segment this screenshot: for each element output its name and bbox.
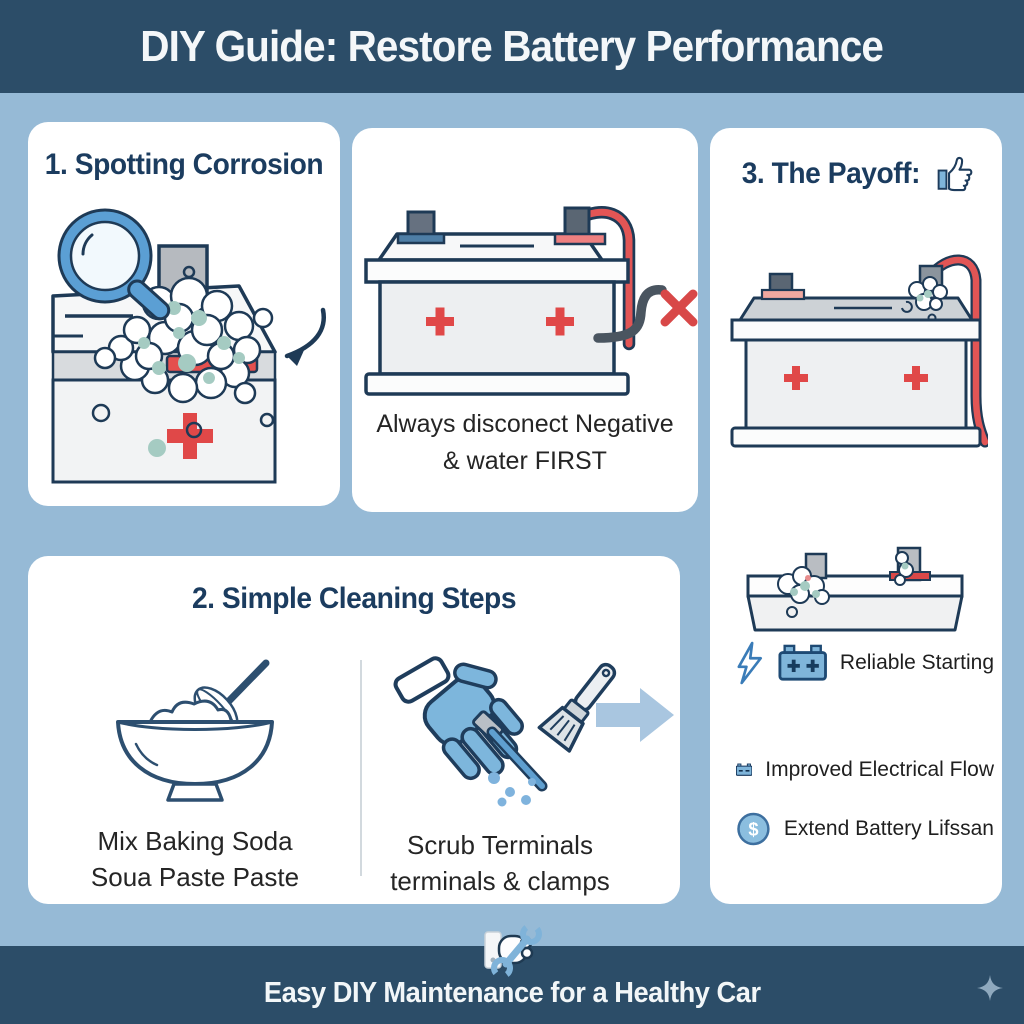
page-title: DIY Guide: Restore Battery Performance [140,21,885,71]
curved-arrow-icon [284,307,326,366]
negative-post [406,210,436,238]
disconnected-cable [593,285,667,343]
disconnect-caption: Always disconect Negative & water FIRST [352,406,698,480]
terminal-corrosion-foam [908,276,948,323]
corroded-terminal-illustration [51,208,326,484]
hand-wrench-icon [484,923,542,978]
footer-tagline: Easy DIY Maintenance for a Healthy Car [263,976,761,1009]
cleaning-title: 2. Simple Cleaning Steps [191,582,517,615]
benefit-battery-lifespan: $ Extend Battery Lifssan [736,808,994,850]
clean-battery-red-cable-illustration [730,254,988,448]
benefit-label: Extend Battery Lifssan [783,817,994,840]
scrub-caption-line1: Scrub Terminals [407,830,593,860]
benefit-label: Improved Electrical Flow [765,758,994,781]
step-divider [360,660,362,876]
positive-post [563,206,591,238]
panel-payoff: 3. The Payoff: [710,128,1002,904]
step-mix-paste: Mix Baking Soda Soua Paste Paste [64,656,326,895]
positive-symbols [426,307,574,336]
right-arrow-icon [596,688,674,742]
battery-plus-icon [777,644,827,681]
scrub-caption-line2: terminals & clamps [390,866,610,896]
header-band: DIY Guide: Restore Battery Performance [0,0,1024,93]
benefit-electrical-flow: Improved Electrical Flow [736,752,994,788]
battery-red-cable-illustration [364,206,698,396]
lightning-icon [737,641,763,685]
payoff-title-row: 3. The Payoff: [710,154,1002,194]
battery-minus-icon [736,763,753,776]
corrosion-title: 1. Spotting Corrosion [44,148,324,181]
mix-caption-line2: Soua Paste Paste [90,862,300,892]
mix-caption-line1: Mix Baking Soda [97,826,293,856]
dollar-symbol: $ [748,819,758,840]
panel-spotting-corrosion: 1. Spotting Corrosion [28,122,340,506]
benefit-reliable-starting: Reliable Starting [736,640,994,686]
sparkle-icon [977,975,1003,1001]
corrosion-foam-teal [138,301,245,457]
panel-cleaning-steps: 2. Simple Cleaning Steps Mix Baking Soda… [28,556,680,904]
mixing-bowl-whisk-icon [116,659,274,802]
mix-caption: Mix Baking Soda Soua Paste Paste [64,823,326,895]
cleaning-drops [488,772,536,807]
scrub-caption: Scrub Terminals terminals & clamps [380,827,620,899]
red-x-icon [660,289,698,327]
gloved-hand-brush-icon [393,656,617,807]
dollar-coin-icon: $ [737,812,770,846]
payoff-title: 3. The Payoff: [741,157,921,190]
magnifier-icon [57,208,171,321]
thumbs-up-icon [937,156,973,192]
battery-top-corrosion-illustration [746,546,964,632]
panel-disconnect-warning: Always disconect Negative & water FIRST [352,128,698,512]
step-scrub-terminals: Scrub Terminals terminals & clamps [380,642,620,899]
disconnect-caption-line2: & water FIRST [443,447,607,475]
positive-symbols [784,366,928,390]
disconnect-caption-line1: Always disconect Negative [376,410,674,438]
benefit-label: Reliable Starting [839,651,994,674]
